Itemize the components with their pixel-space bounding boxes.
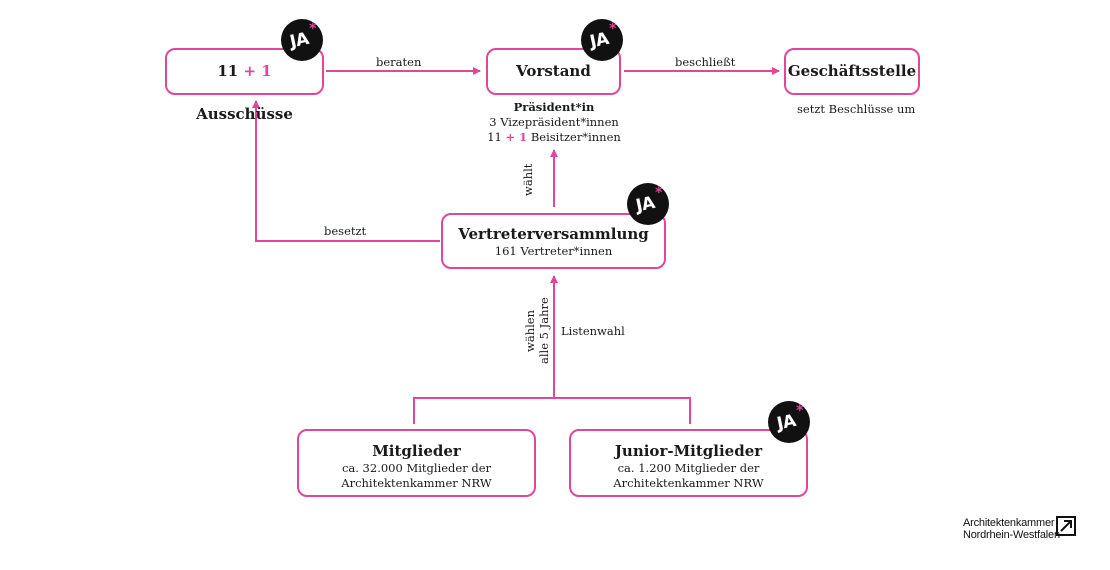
label-listenwahl: Listenwahl [561,324,625,338]
label-waehlt: wählt [521,163,535,196]
label-besetzt: besetzt [324,224,367,238]
mitglieder-sub2: Architektenkammer NRW [341,476,492,490]
vorstand-line3: 11 + 1 Beisitzer*innen [487,130,621,144]
label-waehlen: wählen [523,310,537,352]
junior-sub2: Architektenkammer NRW [613,476,764,490]
ja-badge-junior-icon: JA* [768,401,810,443]
node-ausschuesse: 11 + 1 Ausschüsse [165,48,324,123]
logo-text: Architektenkammer Nordrhein-Westfalen [963,517,1060,541]
mitglieder-sub1: ca. 32.000 Mitglieder der [341,461,492,475]
vorstand-title: Vorstand [516,62,591,80]
label-beschliesst: beschließt [675,55,736,69]
edge-mitglieder-branch [413,397,691,424]
ja-badge-vorstand-icon: JA* [581,19,623,61]
vorstand-line2: 3 Vizepräsident*innen [489,115,619,129]
geschaeftsstelle-note: setzt Beschlüsse um [797,102,916,116]
node-mitglieder: Mitglieder ca. 32.000 Mitglieder der Arc… [297,429,536,497]
ja-badge-vertreterversammlung-icon: JA* [627,183,669,225]
junior-title: Junior-Mitglieder [614,442,763,460]
junior-sub1: ca. 1.200 Mitglieder der [617,461,760,475]
ausschuesse-title: 11 + 1 Ausschüsse [196,62,293,123]
vertreterversammlung-title: Vertreterversammlung [458,225,649,243]
label-alle-5-jahre: alle 5 Jahre [537,297,551,364]
node-geschaeftsstelle: Geschäftsstelle [784,48,920,95]
akn-logo-icon [1056,516,1076,536]
ja-badge-ausschuesse-icon: JA* [281,19,323,61]
vorstand-line1: Präsident*in [513,100,595,114]
node-vertreterversammlung: Vertreterversammlung 161 Vertreter*innen [441,213,666,269]
logo-line1: Architektenkammer [963,517,1055,529]
vorstand-details: Präsident*in 3 Vizepräsident*innen 11 + … [454,100,654,145]
node-junior-mitglieder: Junior-Mitglieder ca. 1.200 Mitglieder d… [569,429,808,497]
logo-line2: Nordrhein-Westfalen [963,529,1060,541]
mitglieder-title: Mitglieder [372,442,461,460]
label-beraten: beraten [376,55,422,69]
vertreterversammlung-sub: 161 Vertreter*innen [494,244,613,258]
edge-besetzt [252,100,440,242]
geschaeftsstelle-title: Geschäftsstelle [787,62,917,80]
